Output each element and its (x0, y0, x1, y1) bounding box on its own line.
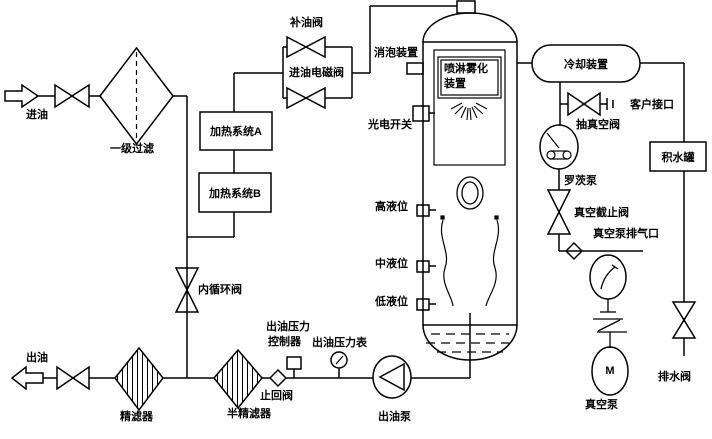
bypass-manifold (282, 35, 353, 110)
semi-fine-filter-icon (213, 348, 263, 410)
check-valve-icon (268, 368, 288, 388)
defoaming-device-label: 消泡装置 (374, 47, 418, 59)
flexible-coupling-icon (593, 299, 627, 348)
vacuum-pump-exhaust-label: 真空泵排气口 (593, 228, 659, 240)
vacuum-pump-label: 真空泵 (585, 399, 618, 411)
pressure-gauge-label: 出油压力表 (312, 337, 367, 349)
vacuum-draw-valve-icon (567, 91, 601, 117)
inlet-solenoid-valve-icon (286, 86, 326, 110)
internal-circulation-valve-icon (174, 267, 200, 313)
low-level-sensor-icon (416, 298, 436, 311)
makeup-oil-valve-label: 补油阀 (290, 17, 323, 29)
heating-system-a-label: 加热系统A (210, 126, 262, 138)
oil-stream-curves (440, 215, 499, 307)
outlet-pump-icon (372, 355, 412, 399)
middle-level-label: 中液位 (375, 258, 408, 270)
roots-pump-label: 罗茨泵 (564, 175, 597, 187)
oil-outlet-label: 出油 (26, 352, 48, 364)
oil-outlet-arrow-icon (10, 365, 44, 391)
high-level-label: 高液位 (375, 201, 408, 213)
oil-inlet-arrow-icon (4, 83, 40, 109)
photoelectric-switch-icon (412, 105, 435, 122)
outlet-pressure-gauge-icon (330, 351, 348, 378)
inlet-solenoid-valve-label: 进油电磁阀 (289, 67, 344, 79)
low-level-label: 低液位 (375, 296, 408, 308)
inlet-valve-icon (54, 83, 90, 109)
vane-pump-gauge-icon (589, 254, 627, 300)
heating-system-b-label: 加热系统B (209, 187, 261, 200)
vacuum-pump-motor-icon (591, 346, 629, 396)
drain-valve-label: 排水阀 (658, 371, 691, 383)
primary-filter-icon (99, 46, 174, 146)
outlet-valve-icon (56, 365, 90, 391)
fine-filter-label: 精滤器 (120, 411, 153, 423)
middle-level-sensor-icon (416, 260, 436, 273)
motor-mark-label: M (605, 365, 615, 377)
spray-atomizer-label: 喷淋雾化 装置 (444, 63, 488, 90)
makeup-oil-valve-icon (286, 35, 326, 59)
photoelectric-switch-label: 光电开关 (368, 119, 412, 131)
cooling-device-label: 冷却装置 (564, 58, 608, 71)
water-collection-tank-label: 积水罐 (661, 151, 695, 164)
outlet-pressure-controller-icon (286, 356, 302, 378)
fine-filter-icon (114, 346, 164, 412)
semi-fine-filter-label: 半精滤器 (227, 408, 271, 420)
check-valve-label: 止回阀 (260, 390, 293, 402)
vacuum-stop-valve-icon (546, 189, 572, 235)
primary-filter-label: 一级过滤 (110, 143, 154, 155)
vacuum-tank (406, 0, 518, 378)
sight-glass-icon (456, 176, 484, 210)
heating-system-a-box (199, 111, 273, 151)
water-collection-tank-box (649, 141, 707, 172)
vacuum-draw-valve-label: 抽真空阀 (576, 119, 620, 131)
pressure-controller-label-line1: 出油压力 (266, 321, 310, 333)
pressure-controller-label-line2: 控制器 (268, 336, 301, 348)
roots-pump-icon (539, 124, 579, 170)
defoamer-port-icon (406, 62, 424, 75)
heating-system-b-box (198, 172, 272, 213)
outlet-pump-label: 出油泵 (378, 411, 411, 423)
customer-port-label: 客户接口 (630, 99, 674, 111)
vacuum-stop-valve-label: 真空截止阀 (574, 207, 629, 219)
spray-fan-icon (450, 102, 488, 121)
internal-circulation-valve-label: 内循环阀 (198, 284, 242, 296)
oil-inlet-label: 进油 (26, 109, 48, 121)
exhaust-check-valve-icon (564, 241, 584, 261)
drain-valve-icon (671, 301, 697, 339)
high-level-sensor-icon (416, 204, 436, 217)
customer-port-icon (600, 98, 614, 110)
